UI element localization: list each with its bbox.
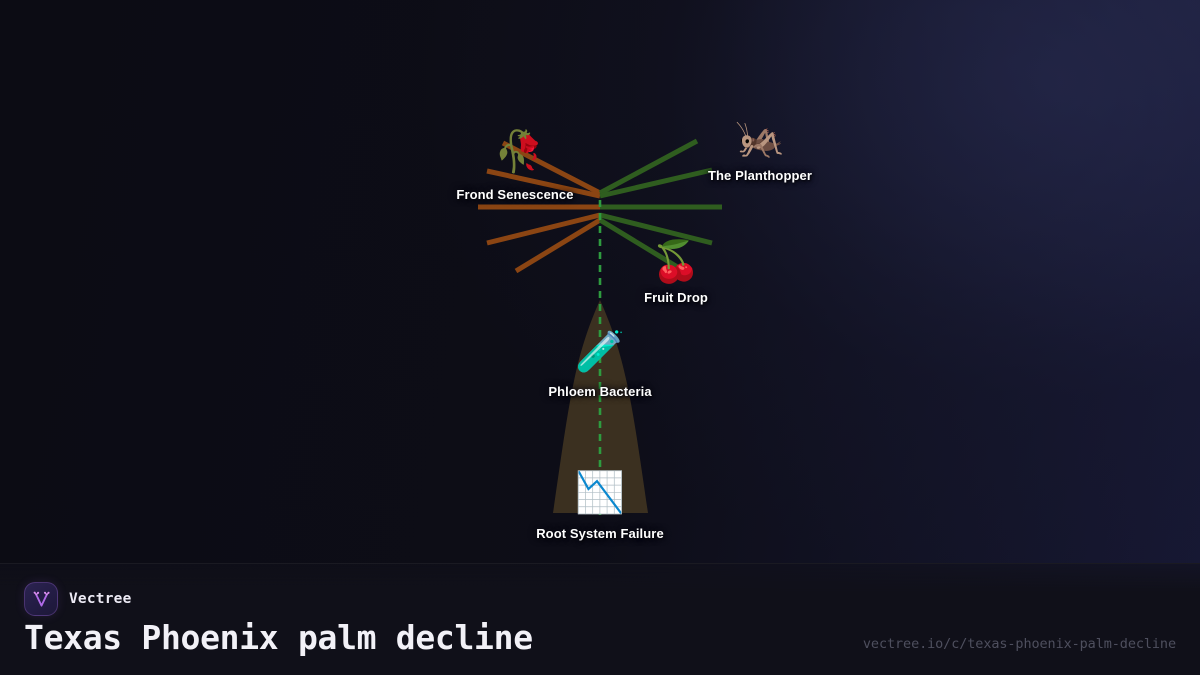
branch-right-6 [599, 167, 713, 199]
branch-left-0 [501, 140, 602, 196]
node-icon-the-planthopper[interactable]: 🦗 [735, 115, 785, 161]
branch-left-1 [486, 168, 601, 199]
node-label-fruit-drop[interactable]: Fruit Drop [644, 290, 708, 305]
page-title: Texas Phoenix palm decline [24, 618, 533, 657]
branch-right-9 [598, 217, 686, 274]
footer-bar: Vectree Texas Phoenix palm decline vectr… [0, 563, 1200, 675]
node-icon-phloem-bacteria[interactable]: 🧪 [575, 329, 625, 375]
node-label-frond-senescence[interactable]: Frond Senescence [456, 187, 574, 202]
branch-left-3 [486, 212, 601, 246]
vectree-logo-icon [24, 582, 58, 616]
tree-trunk [553, 300, 648, 513]
node-label-the-planthopper[interactable]: The Planthopper [707, 168, 813, 183]
branch-right-8 [599, 212, 713, 246]
branch-left-4 [514, 217, 602, 274]
tree-svg [478, 138, 722, 515]
brand-name-label: Vectree [69, 591, 132, 607]
node-icon-fruit-drop[interactable]: 🍒 [651, 239, 701, 285]
node-label-phloem-bacteria[interactable]: Phloem Bacteria [548, 384, 652, 399]
page-url: vectree.io/c/texas-phoenix-palm-decline [862, 636, 1176, 652]
node-label-root-system-failure[interactable]: Root System Failure [536, 526, 664, 541]
node-icon-frond-senescence[interactable]: 🥀 [494, 129, 544, 175]
vectree-logo-glyph [33, 591, 50, 607]
brand-block[interactable]: Vectree [24, 582, 132, 616]
node-icon-root-system-failure[interactable]: 📉 [575, 470, 625, 516]
branch-right-5 [598, 138, 699, 196]
